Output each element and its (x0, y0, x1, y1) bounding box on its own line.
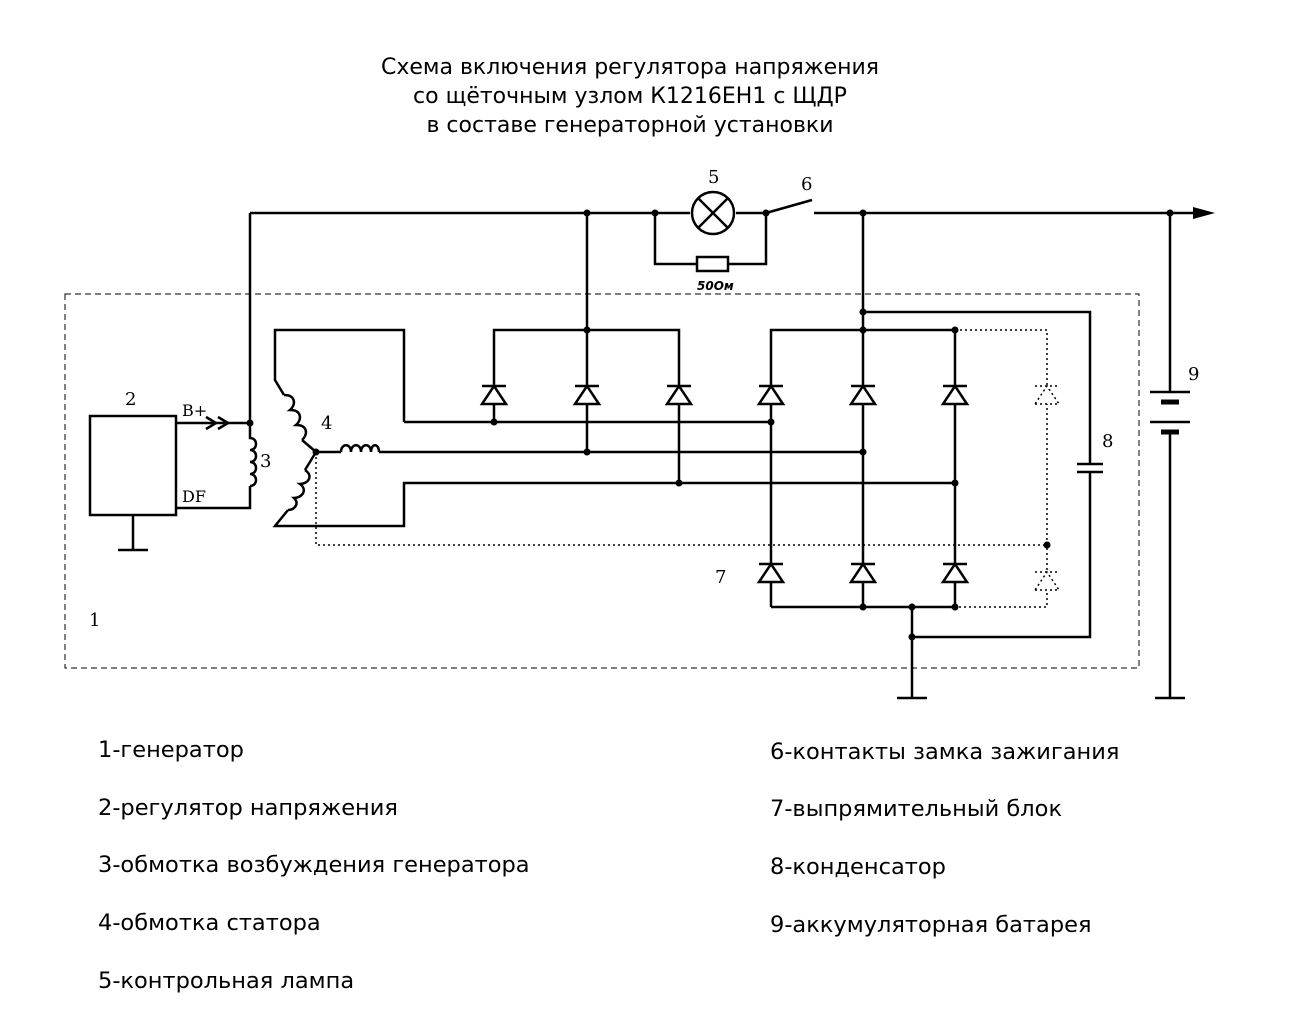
supply-line (248, 211, 1195, 423)
voltage-regulator (88, 414, 252, 552)
neutral-wire (315, 452, 1047, 546)
legend-item-6: 6-контакты замка зажигания (770, 739, 1120, 765)
label-capacitor: 8 (1102, 431, 1113, 452)
label-b-plus: B+ (182, 401, 207, 420)
ignition-switch (765, 198, 813, 215)
label-generator: 1 (89, 610, 100, 631)
title-line-2: со щёточным узлом К1216ЕН1 с ЩДР (413, 84, 847, 109)
capacitor (863, 310, 1103, 639)
label-lamp: 5 (708, 167, 719, 188)
field-winding (248, 423, 258, 488)
output-arrow (1193, 207, 1215, 219)
legend-item-9: 9-аккумуляторная батарея (770, 912, 1092, 938)
legend-item-4: 4-обмотка статора (98, 910, 321, 936)
label-stator: 4 (321, 413, 332, 434)
label-rectifier: 7 (715, 567, 726, 588)
label-battery: 9 (1188, 364, 1199, 385)
legend-item-3: 3-обмотка возбуждения генератора (98, 852, 530, 878)
label-switch: 6 (801, 174, 812, 195)
junction-dots (246, 209, 1174, 641)
exciter-diodes (479, 213, 694, 483)
bypass-resistor (653, 213, 768, 273)
label-field-winding: 3 (260, 451, 271, 472)
title-line-3: в составе генераторной установки (426, 113, 834, 138)
legend-item-2: 2-регулятор напряжения (98, 795, 398, 821)
legend-item-5: 5-контрольная лампа (98, 968, 355, 994)
title-line-1: Схема включения регулятора напряжения (380, 55, 880, 80)
generator-boundary (64, 293, 1140, 669)
legend-item-7: 7-выпрямительный блок (770, 796, 1063, 822)
control-lamp (690, 190, 736, 236)
legend-item-1: 1-генератор (98, 737, 244, 763)
label-regulator: 2 (125, 389, 136, 410)
legend-item-8: 8-конденсатор (770, 854, 946, 880)
label-resistor: 50Ом (697, 279, 734, 293)
neutral-diodes (955, 329, 1061, 608)
label-df: DF (182, 487, 206, 506)
stator-winding (272, 328, 955, 528)
battery (1150, 213, 1190, 700)
